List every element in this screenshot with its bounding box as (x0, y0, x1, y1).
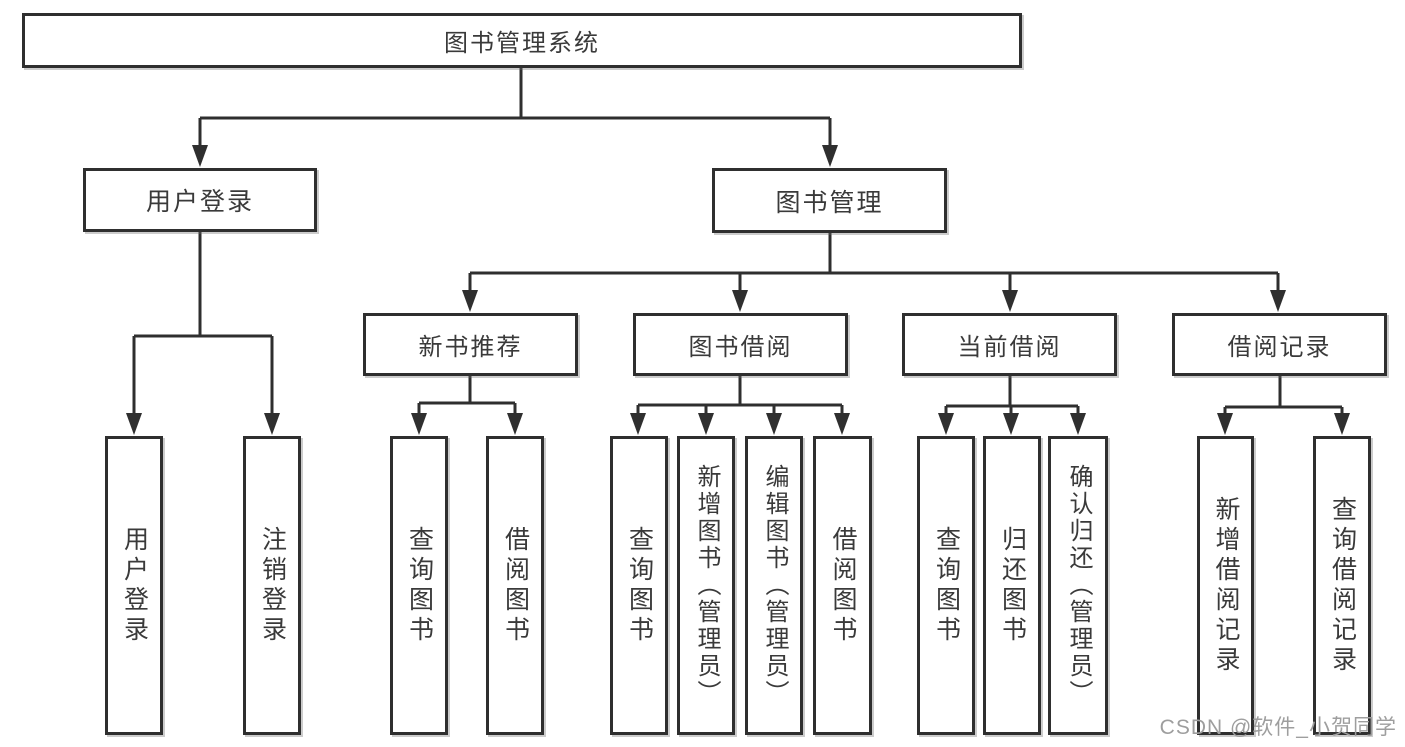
connector-bookborrow-stems (636, 405, 844, 418)
connector-trunks (132, 68, 1344, 418)
leaf-add-borrow-record-label: 新增借阅记录 (1212, 495, 1240, 676)
leaf-user-login-label: 用户登录 (120, 525, 149, 646)
leaf-rec-query-book-label: 查询图书 (405, 525, 434, 646)
arrowhead (1070, 413, 1086, 435)
leaf-edit-book-admin-label: 编辑图书（管理员） (761, 464, 788, 707)
leaf-query-borrow-record: 查询借阅记录 (1313, 436, 1371, 735)
node-borrowing-records-label: 借阅记录 (1227, 334, 1332, 361)
leaf-return-book: 归还图书 (983, 436, 1041, 735)
arrowhead (698, 413, 714, 435)
arrowhead (126, 413, 142, 435)
leaf-add-book-admin-label: 新增图书（管理员） (693, 464, 720, 707)
arrowhead (630, 413, 646, 435)
arrowhead (411, 413, 427, 435)
leaf-rec-borrow-book: 借阅图书 (486, 436, 544, 735)
node-root-label: 图书管理系统 (444, 30, 600, 57)
arrowhead (822, 145, 838, 167)
leaf-borrow-borrow-book: 借阅图书 (813, 436, 872, 735)
arrowhead (1217, 413, 1233, 435)
connector-level2-stems (198, 118, 832, 150)
leaf-confirm-return-admin-label: 确认归还（管理员） (1065, 464, 1092, 707)
connector-root-to-level2 (200, 68, 830, 120)
connector-newbookrec-fork (419, 376, 515, 405)
node-book-management-label: 图书管理 (775, 188, 884, 217)
node-user-login-branch: 用户登录 (83, 168, 317, 232)
arrowhead (192, 145, 208, 167)
arrowhead (1002, 290, 1018, 312)
leaf-borrow-query-book-label: 查询图书 (625, 525, 654, 646)
node-book-borrowing-label: 图书借阅 (688, 334, 793, 361)
leaf-current-query-book: 查询图书 (917, 436, 975, 735)
node-new-book-recommend: 新书推荐 (363, 313, 578, 376)
leaf-edit-book-admin: 编辑图书（管理员） (745, 436, 803, 735)
connector-newbookrec-stems (417, 403, 517, 418)
leaf-logout-label: 注销登录 (258, 525, 287, 646)
connector-borrowrecords-stems (1223, 407, 1344, 418)
arrowhead (834, 413, 850, 435)
node-book-borrowing: 图书借阅 (633, 313, 848, 376)
connector-level3-stems (468, 273, 1280, 295)
connector-borrowrecords-fork (1225, 376, 1342, 409)
csdn-watermark: CSDN @软件_小贺同学 (1159, 716, 1397, 739)
leaf-borrow-query-book: 查询图书 (610, 436, 668, 735)
arrowhead (938, 413, 954, 435)
leaf-rec-query-book: 查询图书 (390, 436, 448, 735)
connector-userlogin-fork (134, 232, 272, 338)
node-user-login-branch-label: 用户登录 (145, 188, 254, 216)
arrowhead (1270, 290, 1286, 312)
leaf-query-borrow-record-label: 查询借阅记录 (1328, 495, 1357, 676)
node-root-system: 图书管理系统 (22, 13, 1022, 68)
leaf-confirm-return-admin: 确认归还（管理员） (1048, 436, 1108, 735)
arrowhead (507, 413, 523, 435)
connector-bookborrow-fork (638, 376, 842, 407)
node-current-borrowing: 当前借阅 (902, 313, 1117, 376)
node-new-book-recommend-label: 新书推荐 (418, 334, 523, 361)
leaf-current-query-book-label: 查询图书 (932, 525, 961, 646)
leaf-user-login: 用户登录 (105, 436, 163, 735)
leaf-return-book-label: 归还图书 (998, 525, 1027, 646)
connector-userlogin-stems (132, 336, 274, 418)
node-book-management-branch: 图书管理 (712, 168, 947, 233)
node-current-borrowing-label: 当前借阅 (957, 334, 1062, 361)
node-borrowing-records: 借阅记录 (1172, 313, 1387, 376)
connector-currentborrow-fork (946, 376, 1078, 408)
arrowhead (462, 290, 478, 312)
arrowhead (1334, 413, 1350, 435)
arrowhead (1003, 413, 1019, 435)
connector-bookmgmt-fork (470, 233, 1278, 275)
arrowheads (126, 145, 1350, 435)
arrowhead (732, 290, 748, 312)
arrowhead (766, 413, 782, 435)
leaf-add-borrow-record: 新增借阅记录 (1197, 436, 1254, 735)
arrowhead (264, 413, 280, 435)
leaf-logout: 注销登录 (243, 436, 301, 735)
leaf-borrow-borrow-book-label: 借阅图书 (829, 525, 857, 646)
leaf-add-book-admin: 新增图书（管理员） (677, 436, 735, 735)
leaf-rec-borrow-book-label: 借阅图书 (501, 525, 530, 646)
